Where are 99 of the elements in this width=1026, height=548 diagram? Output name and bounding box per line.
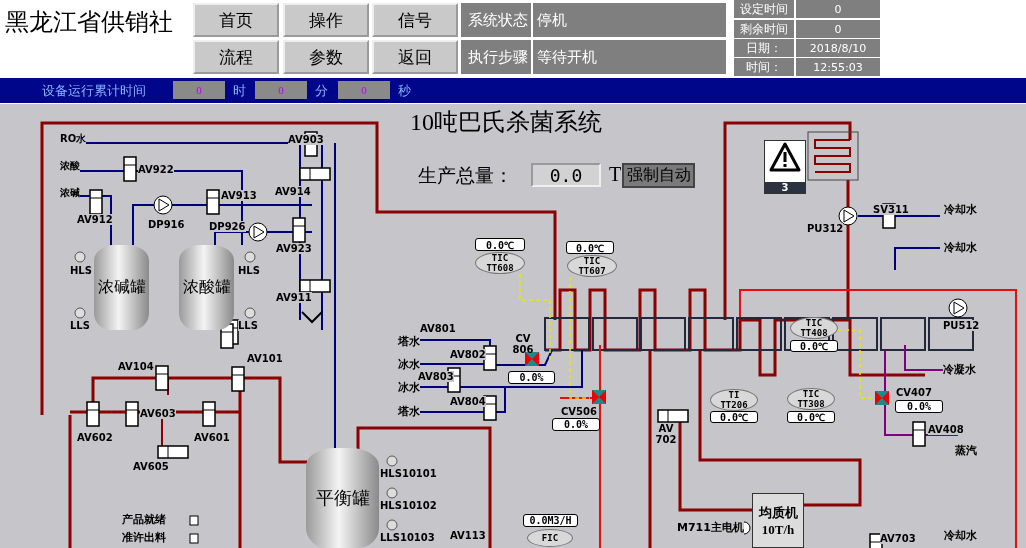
bar-title: 设备运行累计时间 bbox=[42, 82, 146, 100]
nav-button: 信号 bbox=[372, 3, 458, 37]
time-value-cell: 2018/8/10 bbox=[796, 39, 880, 57]
value-readout: 0.0% bbox=[552, 418, 600, 431]
tag-label: 蒸汽 bbox=[955, 443, 977, 458]
tag-label: 冰水 bbox=[398, 380, 420, 395]
diagram-title: 10吨巴氏杀菌系统 bbox=[410, 108, 602, 137]
unit-label: 分 bbox=[315, 82, 328, 100]
tag-label: AV912 bbox=[77, 214, 113, 225]
runtime-bar bbox=[0, 78, 1026, 103]
tag-label: 准许出料 bbox=[122, 530, 166, 545]
instrument-code: TIC bbox=[491, 253, 509, 263]
tag-label: AV602 bbox=[77, 432, 113, 443]
tag-label: RO水 bbox=[60, 132, 87, 146]
time-value-cell: 0 bbox=[796, 0, 880, 18]
nav-button: 流程 bbox=[193, 40, 279, 74]
tag-label: AV913 bbox=[221, 190, 257, 201]
output-total-field: 0.0 bbox=[531, 163, 601, 187]
time-value-cell: 0 bbox=[796, 20, 880, 38]
unit-label: 秒 bbox=[398, 82, 411, 100]
tag-label: SV311 bbox=[873, 204, 909, 215]
time-caption-cell: 日期： bbox=[734, 39, 794, 57]
time-caption-cell: 剩余时间 bbox=[734, 20, 794, 38]
tag-label: CV 806 bbox=[511, 333, 535, 355]
field-caption: 生产总量： bbox=[418, 163, 513, 188]
tag-label: AV601 bbox=[194, 432, 230, 443]
tag-label: 冷却水 bbox=[944, 528, 977, 543]
runtime-field: 0 bbox=[338, 81, 390, 99]
tag-label: AV605 bbox=[133, 461, 169, 472]
tag-label: AV113 bbox=[450, 530, 486, 541]
tag-number: TT608 bbox=[486, 263, 514, 273]
time-value-cell: 12:55:03 bbox=[796, 58, 880, 76]
tag-label: AV 702 bbox=[654, 423, 678, 445]
tag-label: 塔水 bbox=[398, 404, 420, 419]
value-readout: 0.0% bbox=[508, 371, 555, 384]
tank: 平衡罐 bbox=[306, 448, 379, 548]
alarm-indicator bbox=[764, 140, 806, 194]
tank: 浓碱罐 bbox=[94, 245, 149, 330]
tag-label: PU512 bbox=[943, 320, 980, 331]
unit-label: 时 bbox=[233, 82, 246, 100]
tag-label: AV801 bbox=[420, 323, 456, 334]
force-auto-button: 强制自动 bbox=[622, 163, 695, 188]
runtime-field: 0 bbox=[255, 81, 307, 99]
tag-label: AV911 bbox=[276, 292, 312, 303]
value-readout: 0.0℃ bbox=[475, 238, 525, 251]
tag-number: TT308 bbox=[797, 399, 825, 409]
tag-number: TT607 bbox=[578, 266, 606, 276]
tag-label: AV914 bbox=[275, 186, 311, 197]
runtime-field: 0 bbox=[173, 81, 225, 99]
instrument-code: TIC bbox=[802, 389, 820, 399]
value-readout: 0.0M3/H bbox=[523, 514, 578, 527]
tag-label: DP926 bbox=[209, 221, 246, 232]
tag-label: 冷却水 bbox=[944, 202, 977, 217]
nav-button: 返回 bbox=[372, 40, 458, 74]
value-readout: 0.0℃ bbox=[787, 411, 835, 423]
homogenizer-block: 均质机 10T/h bbox=[752, 493, 804, 548]
nav-button: 操作 bbox=[283, 3, 369, 37]
tag-label: DP916 bbox=[148, 219, 185, 230]
tag-label: AV804 bbox=[450, 396, 486, 407]
tag-label: AV703 bbox=[880, 533, 916, 544]
time-caption-cell: 时间： bbox=[734, 58, 794, 76]
value-readout: 0.0℃ bbox=[710, 411, 758, 423]
tank: 浓酸罐 bbox=[179, 245, 234, 330]
tag-label: 浓酸 bbox=[60, 159, 80, 173]
instrument-code: TI bbox=[728, 390, 740, 400]
tag-label: AV803 bbox=[418, 371, 454, 382]
tag-number: TT206 bbox=[720, 400, 748, 410]
instrument-code: TIC bbox=[583, 256, 601, 266]
alarm-count-badge: 3 bbox=[765, 182, 805, 193]
tag-label: AV802 bbox=[450, 349, 486, 360]
instrument-code: TIC bbox=[805, 318, 823, 328]
tag-label: AV101 bbox=[247, 353, 283, 364]
tag-label: 塔水 bbox=[398, 334, 420, 349]
nav-button: 首页 bbox=[193, 3, 279, 37]
time-caption-cell: 设定时间 bbox=[734, 0, 794, 18]
tag-label: AV104 bbox=[118, 361, 154, 372]
nav-button: 参数 bbox=[283, 40, 369, 74]
unit-label: T bbox=[609, 163, 622, 186]
tag-label: PU312 bbox=[807, 223, 844, 234]
tag-number: TT408 bbox=[800, 328, 828, 338]
status-caption-cell: 执行步骤 bbox=[461, 40, 531, 74]
tag-label: AV603 bbox=[140, 408, 176, 419]
tag-label: AV923 bbox=[276, 243, 312, 254]
tag-label: 浓碱 bbox=[60, 186, 80, 200]
status-caption-cell: 系统状态 bbox=[461, 3, 531, 37]
tag-label: 冷凝水 bbox=[943, 362, 976, 377]
tag-label: CV506 bbox=[561, 406, 597, 417]
tag-label: 冷却水 bbox=[944, 240, 977, 255]
tag-label: 产品就绪 bbox=[122, 512, 166, 527]
tag-label: AV903 bbox=[288, 134, 324, 145]
value-readout: 0.0℃ bbox=[566, 241, 614, 254]
organization-title: 黑龙江省供销社 bbox=[5, 7, 173, 38]
value-readout: 0.0℃ bbox=[790, 340, 838, 352]
status-value-cell: 等待开机 bbox=[533, 40, 726, 74]
value-readout: 0.0% bbox=[895, 400, 943, 413]
tag-label: AV408 bbox=[928, 424, 964, 435]
tag-label: 冰水 bbox=[398, 357, 420, 372]
status-value-cell: 停机 bbox=[533, 3, 726, 37]
tag-label: AV922 bbox=[138, 164, 174, 175]
